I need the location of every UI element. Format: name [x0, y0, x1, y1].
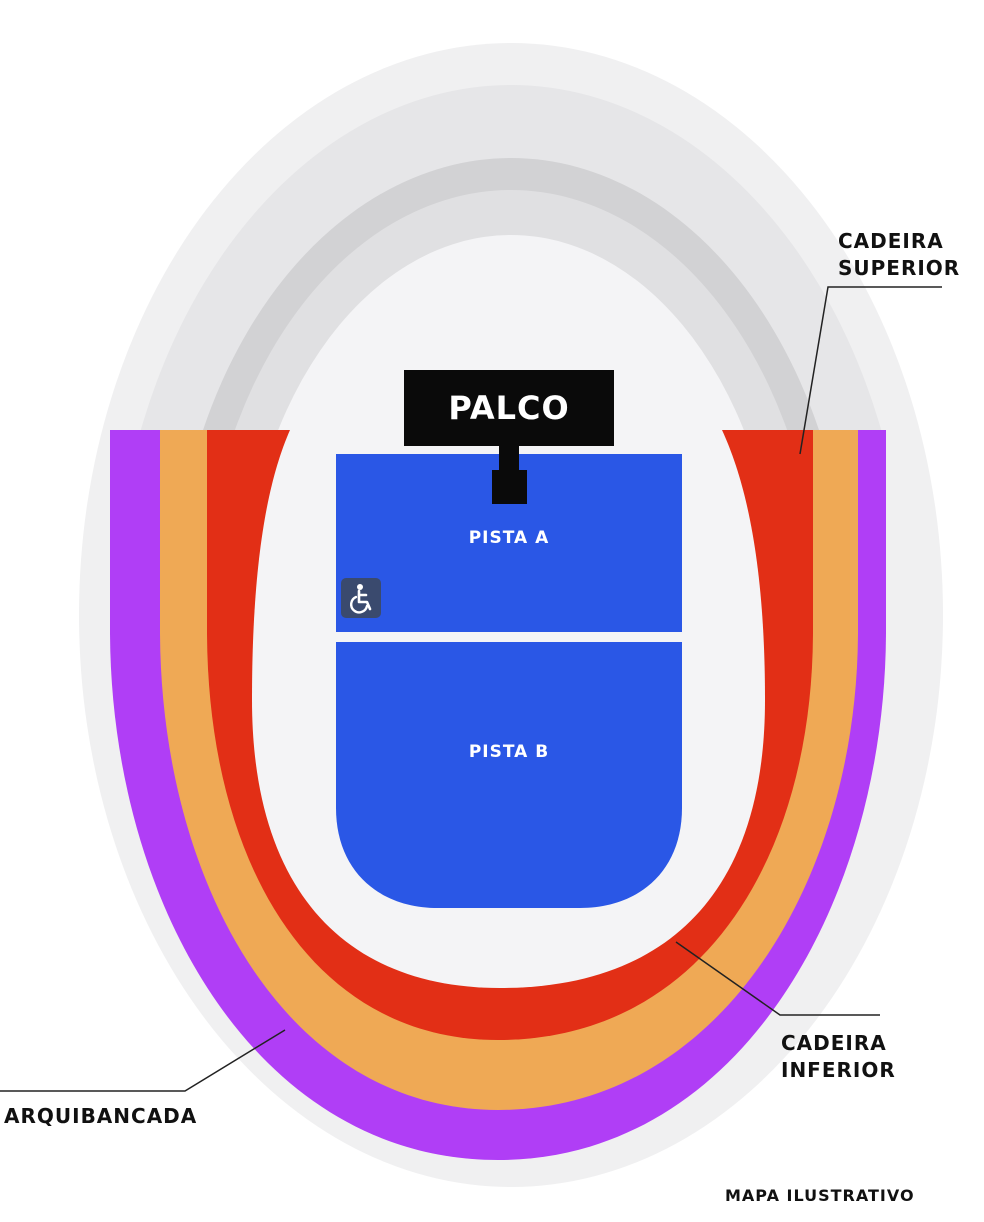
wheelchair-icon: [349, 584, 372, 614]
cadeira-inferior-label: CADEIRA INFERIOR: [781, 1030, 896, 1084]
pista-a-label: PISTA A: [468, 528, 550, 548]
cadeira-superior-section[interactable]: [113, 85, 909, 1175]
map-footnote: MAPA ILUSTRATIVO: [725, 1186, 915, 1205]
cadeira-superior-leader: [799, 286, 942, 455]
stage-runway: [499, 446, 519, 472]
stage[interactable]: [404, 370, 614, 446]
stage-label: PALCO: [448, 389, 570, 427]
pista-b-label: PISTA B: [468, 742, 550, 762]
pista-b-area[interactable]: [336, 642, 682, 908]
arquibancada-label: ARQUIBANCADA: [4, 1104, 198, 1128]
stage-catwalk: [492, 470, 527, 504]
cadeira-inferior-leader: [675, 941, 880, 1016]
cadeira-inferior-line1: CADEIRA: [781, 1031, 887, 1055]
cadeira-inferior-line2: INFERIOR: [781, 1058, 896, 1082]
accessibility-badge[interactable]: [341, 578, 381, 618]
cadeira-superior-label: CADEIRA SUPERIOR: [838, 228, 960, 282]
arquibancada-leader: [0, 1029, 286, 1092]
cadeira-superior-line2: SUPERIOR: [838, 256, 961, 280]
cadeira-superior-line1: CADEIRA: [838, 229, 944, 253]
